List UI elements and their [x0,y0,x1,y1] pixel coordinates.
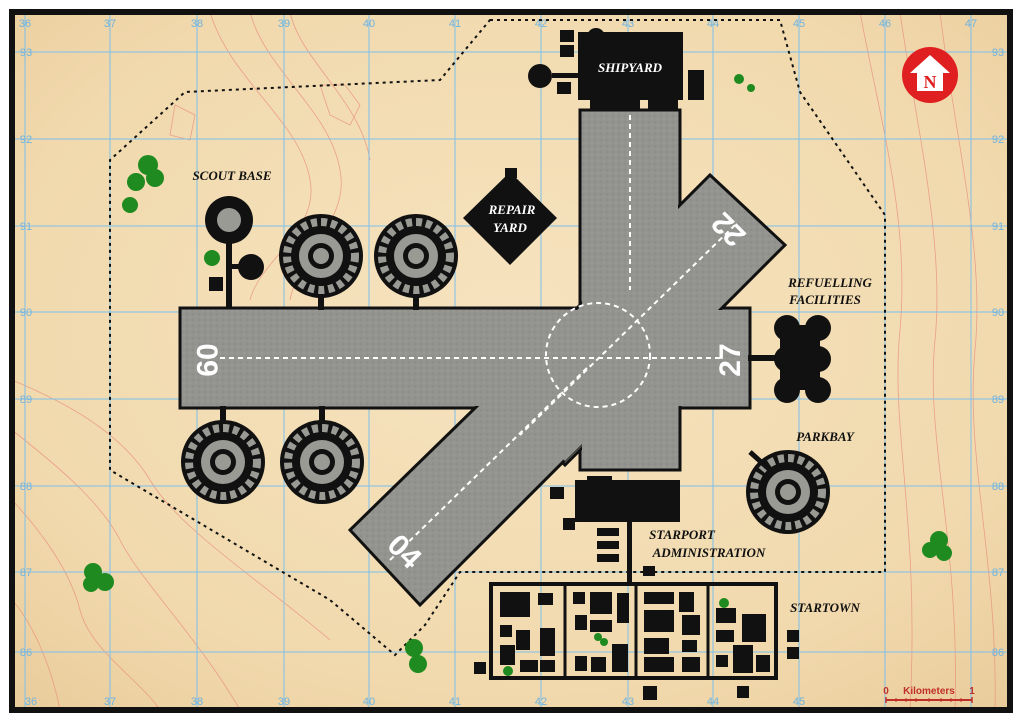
parkbay-pad [746,450,830,534]
grid-col-label: 42 [535,696,547,708]
grid-labels-right: 93 92 91 90 89 88 87 86 [992,47,1004,659]
starport-administration-building [550,476,680,582]
grid-col-label: 44 [707,696,719,708]
grid-col-label: 46 [879,18,891,30]
grid-row-label: 90 [20,307,32,319]
grid-row-label: 87 [20,567,32,579]
grid-row-label: 86 [20,647,32,659]
shipyard-label: SHIPYARD [598,60,663,75]
grid-row-label: 89 [992,394,1004,406]
landing-pad-top-1 [279,214,363,310]
grid-col-label: 41 [449,696,461,708]
grid-col-label: 41 [449,18,461,30]
grid-col-label: 37 [104,696,116,708]
grid-col-label: 38 [191,696,203,708]
parkbay-label: PARKBAY [796,429,855,444]
refuelling-tanks [748,315,831,403]
grid-labels-bottom: 36 37 38 39 40 41 42 43 44 45 [25,696,805,708]
grid-labels-left: 93 92 91 90 89 88 87 86 [20,47,32,659]
landing-pad-top-2 [374,214,458,310]
north-arrow-icon: N [902,47,958,103]
starport-administration-label-line2: ADMINISTRATION [652,545,766,560]
grid-row-label: 87 [992,567,1004,579]
grid-col-label: 39 [278,18,290,30]
starport-administration-label-line1: STARPORT [649,527,716,542]
grid-row-label: 86 [992,647,1004,659]
scale-one: 1 [969,686,975,697]
shipyard-building [528,28,704,110]
grid-row-label: 88 [992,481,1004,493]
startown-label: STARTOWN [790,600,860,615]
grid-row-label: 89 [20,394,32,406]
grid-row-label: 93 [992,47,1004,59]
grid-col-label: 42 [535,18,547,30]
repair-yard-label-line1: REPAIR [488,202,536,217]
grid-col-label: 47 [965,18,977,30]
grid-col-label: 36 [19,18,31,30]
runway-number-27: 27 [714,343,747,376]
map-frame [9,9,1013,713]
grid-col-label: 37 [104,18,116,30]
grid-labels-top: 36 37 38 39 40 41 42 43 44 45 46 47 [19,18,977,30]
grid-row-label: 92 [20,134,32,146]
grid-col-label: 36 [25,696,37,708]
north-letter: N [924,72,937,92]
landing-pad-bottom-1 [181,406,265,504]
scout-base-building [205,196,264,308]
grid-row-label: 92 [992,134,1004,146]
vegetation [83,74,952,676]
grid-col-label: 43 [622,696,634,708]
grid-row-label: 91 [20,221,32,233]
grid-row-label: 91 [992,221,1004,233]
grid-col-label: 40 [363,696,375,708]
repair-yard-building [463,168,557,265]
grid-col-label: 45 [793,18,805,30]
refuelling-label-line2: FACILITIES [788,292,861,307]
scale-zero: 0 [883,686,889,697]
startown-district [474,582,799,700]
grid-col-label: 39 [278,696,290,708]
grid-col-label: 40 [363,18,375,30]
repair-yard-label-line2: YARD [493,220,527,235]
grid-row-label: 93 [20,47,32,59]
grid-row-label: 88 [20,481,32,493]
scale-bar: 0 Kilometers 1 [883,686,975,703]
landing-pad-bottom-2 [280,406,364,504]
grid-row-label: 90 [992,307,1004,319]
runway-number-09: 09 [190,343,223,376]
grid-col-label: 45 [793,696,805,708]
scout-base-label: SCOUT BASE [192,168,271,183]
refuelling-label-line1: REFUELLING [787,275,872,290]
runway-markings [220,115,736,561]
scale-unit: Kilometers [903,686,955,697]
grid-col-label: 38 [191,18,203,30]
